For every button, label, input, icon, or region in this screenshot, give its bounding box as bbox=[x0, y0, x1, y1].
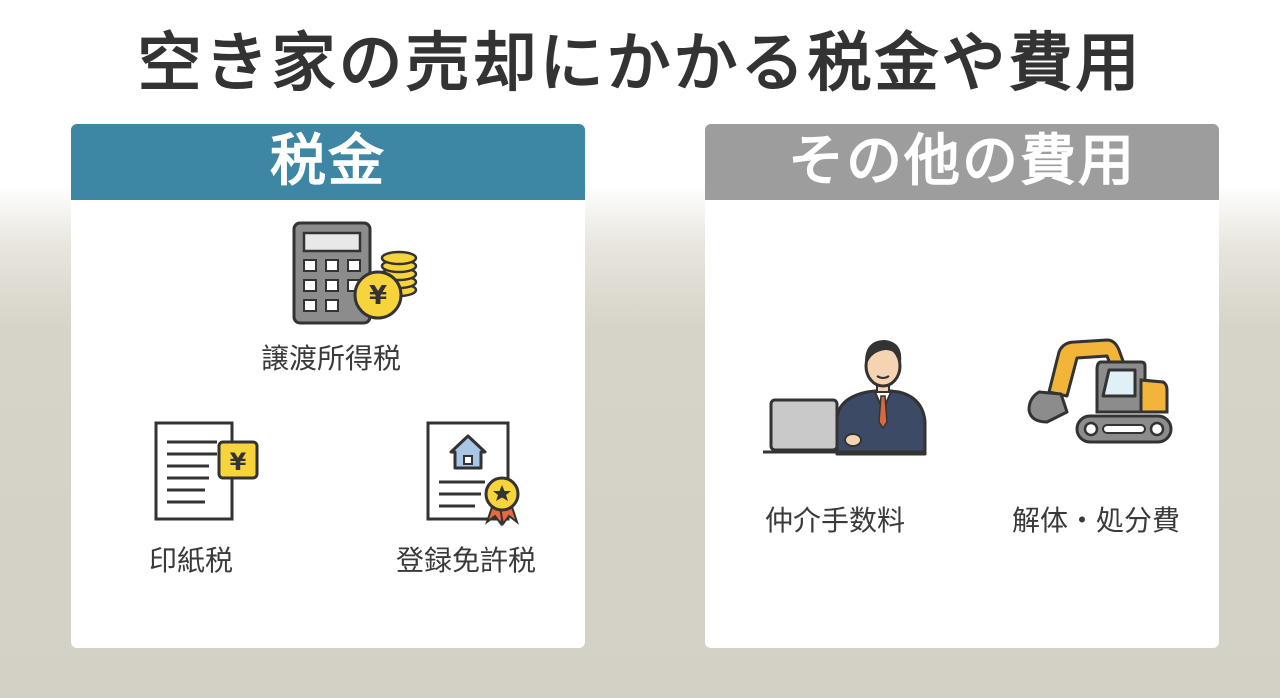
tax-card: 税金 ¥ 譲渡所得税 bbox=[71, 124, 585, 648]
tax-item-stamp: ¥ 印紙税 bbox=[121, 420, 261, 580]
tax-item-label-registration: 登録免許税 bbox=[395, 544, 536, 577]
tax-item-label-capital-gains: 譲渡所得税 bbox=[260, 342, 401, 375]
tax-item-capital-gains: ¥ 譲渡所得税 bbox=[211, 220, 451, 390]
other-item-demolition: 解体・処分費 bbox=[1001, 330, 1191, 540]
other-item-label-brokerage: 仲介手数料 bbox=[764, 504, 905, 537]
tax-card-heading: 税金 bbox=[71, 124, 585, 200]
businessman-laptop-icon bbox=[763, 340, 927, 456]
tax-item-label-stamp: 印紙税 bbox=[148, 544, 233, 577]
other-costs-card: その他の費用 仲介手数料 bbox=[705, 124, 1219, 648]
svg-text:¥: ¥ bbox=[369, 281, 387, 311]
stamp-document-icon: ¥ bbox=[154, 421, 259, 521]
excavator-icon bbox=[1027, 338, 1173, 444]
calculator-coins-icon: ¥ bbox=[292, 221, 418, 325]
page-title: 空き家の売却にかかる税金や費用 bbox=[137, 27, 1143, 101]
other-item-label-demolition: 解体・処分費 bbox=[1011, 504, 1180, 537]
other-item-brokerage: 仲介手数料 bbox=[745, 330, 927, 540]
svg-text:¥: ¥ bbox=[230, 448, 247, 476]
tax-item-registration: 登録免許税 bbox=[381, 420, 551, 580]
property-certificate-icon bbox=[426, 421, 520, 527]
other-costs-heading: その他の費用 bbox=[705, 124, 1219, 200]
